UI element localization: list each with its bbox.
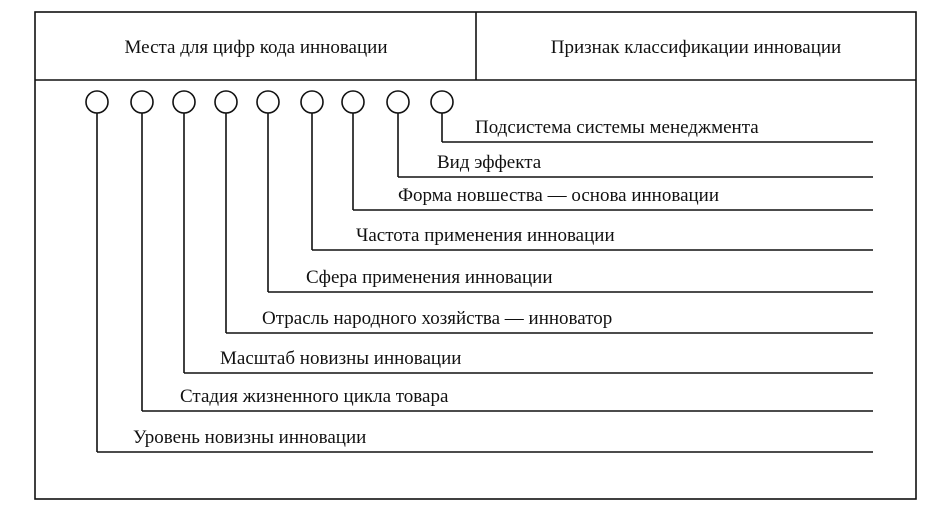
code-place-circle — [85, 90, 109, 114]
outer-frame — [34, 11, 917, 500]
code-place-circle — [256, 90, 280, 114]
feature-label: Вид эффекта — [437, 152, 542, 173]
code-place-circle — [430, 90, 454, 114]
code-place-circle — [214, 90, 238, 114]
feature-label: Уровень новизны инновации — [133, 427, 366, 448]
feature-label: Стадия жизненного цикла товара — [180, 386, 449, 407]
feature-label: Масштаб новизны инновации — [220, 348, 461, 369]
header-left-label: Места для цифр кода инновации — [125, 37, 388, 58]
code-place-circle — [130, 90, 154, 114]
feature-label: Форма новшества — основа инновации — [398, 185, 719, 206]
code-place-circle — [386, 90, 410, 114]
feature-label: Отрасль народного хозяйства — инноватор — [262, 308, 612, 329]
feature-label: Частота применения инновации — [356, 225, 615, 246]
feature-label: Сфера применения инновации — [306, 267, 552, 288]
feature-label: Подсистема системы менеджмента — [475, 117, 759, 138]
code-place-circle — [300, 90, 324, 114]
code-place-circle — [172, 90, 196, 114]
code-place-circle — [341, 90, 365, 114]
header-right-label: Признак классификации инновации — [551, 37, 841, 58]
